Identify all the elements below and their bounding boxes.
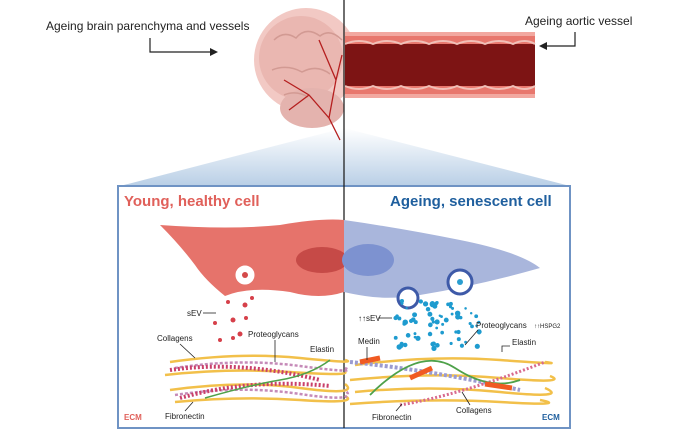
sev-dot [438,314,442,317]
right-hspg2-label: ↑↑HSPG2 [534,324,561,330]
sev-dot [430,316,435,321]
sev-dot [435,343,440,348]
sev-dot [454,330,458,334]
right-panel-title: Ageing, senescent cell [390,193,552,210]
sev-dot [402,342,408,348]
sev-dot [400,344,404,348]
sev-dot [468,321,472,326]
right-medin-label: Medin [358,337,380,346]
left-proteoglycans-label: Proteoglycans [248,330,299,339]
left-collagens-label: Collagens [157,334,193,343]
brain-label: Ageing brain parenchyma and vessels [46,19,249,33]
sev-dot [477,320,481,324]
left-sev-label: sEV [187,309,202,318]
right-proteoglycans-label: Proteoglycans [476,321,527,330]
sev-dot [405,333,411,338]
sev-dot [477,331,481,335]
sev-dot [427,331,433,337]
right-fibronectin-label: Fibronectin [372,413,412,422]
sev-dot [448,301,453,306]
sev-dot [412,312,418,318]
sev-dot [393,335,398,340]
sev-dot [470,324,474,329]
sev-dot [431,320,435,324]
sev-dot [456,337,461,342]
sev-dot [430,341,436,347]
sev-dot [402,322,407,326]
left-sev-dots [213,296,254,342]
sev-dot [451,306,455,310]
sev-dot [413,332,417,336]
sev-dot [448,305,453,309]
sev-dot [425,306,431,312]
sev-dot [397,316,402,321]
sev-dot [443,317,449,323]
left-ecm-label: ECM [124,413,142,422]
left-elastin-label: Elastin [310,345,334,354]
right-collagens-label: Collagens [456,406,492,415]
sev-dot [464,307,467,310]
right-elastin-label: Elastin [512,338,536,347]
sev-dot [405,307,408,310]
sev-dot [446,302,450,307]
left-fibronectin-label: Fibronectin [165,412,205,421]
aorta-arrow [545,32,576,47]
sev-dot [456,329,461,335]
sev-dot [427,311,433,317]
sev-dot [455,314,461,320]
sev-dot [474,314,479,319]
sev-dot [434,301,439,305]
sev-dot [459,343,464,348]
sev-dot [393,315,398,321]
sev-dot [434,319,440,325]
aortic-vessel-illustration [344,32,536,98]
sev-dot [440,330,444,335]
sev-dot [422,301,429,307]
right-ecm-label: ECM [542,413,560,422]
aorta-label: Ageing aortic vessel [525,14,632,28]
sev-dot [410,317,416,322]
sev-dot [415,335,421,341]
sev-dot [435,326,439,330]
sev-dot [469,311,473,315]
sev-dot [450,312,454,316]
sev-dot [429,301,436,307]
brain-arrow [149,38,212,53]
sev-dot [474,343,480,349]
right-ecm-fibers [349,355,556,407]
left-panel-title: Young, healthy cell [124,193,260,210]
sev-dot [418,299,424,304]
sev-dot [400,301,404,305]
sev-dot [449,341,453,346]
brain-illustration [254,8,358,141]
young-cell [160,219,348,296]
sev-dot [441,322,445,326]
sev-dot [475,324,478,327]
left-ecm-fibers [164,354,350,404]
right-sev-label: ↑↑sEV [358,314,381,323]
sev-dot [428,322,433,328]
sev-dot [399,298,405,304]
sev-dot [431,345,437,351]
senescent-cell [342,220,540,310]
right-sev-dots [393,298,482,351]
zoom-cone [120,128,570,186]
